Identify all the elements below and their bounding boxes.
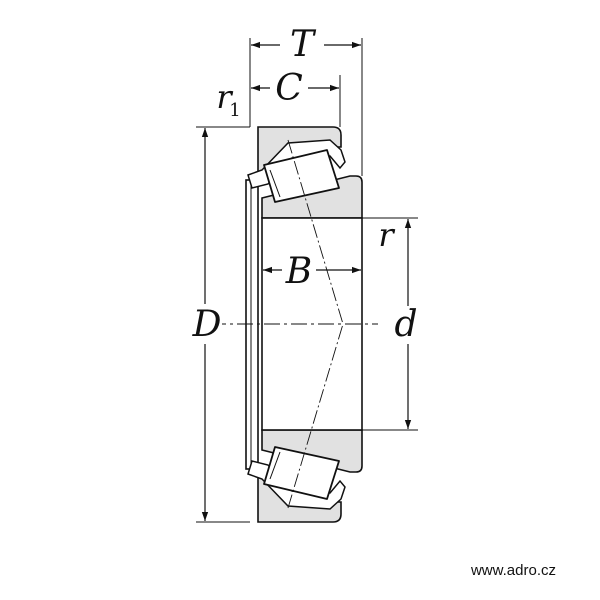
label-C: C: [275, 68, 303, 109]
label-T: T: [290, 24, 317, 65]
label-r1: r: [216, 78, 233, 116]
label-r1-subscript: 1: [229, 100, 240, 121]
roller-bottom: [247, 446, 346, 510]
roller-axis-bottom: [287, 323, 344, 509]
roller-top-body: [263, 149, 340, 203]
label-d: d: [394, 304, 417, 345]
watermark: www.adro.cz: [470, 562, 556, 579]
label-r: r: [378, 216, 395, 254]
roller-axis-top: [287, 139, 344, 325]
label-D: D: [192, 304, 222, 345]
extension-lines: [196, 38, 418, 523]
roller-top: [247, 139, 346, 203]
label-B: B: [285, 251, 312, 292]
roller-bottom-body: [263, 446, 340, 500]
